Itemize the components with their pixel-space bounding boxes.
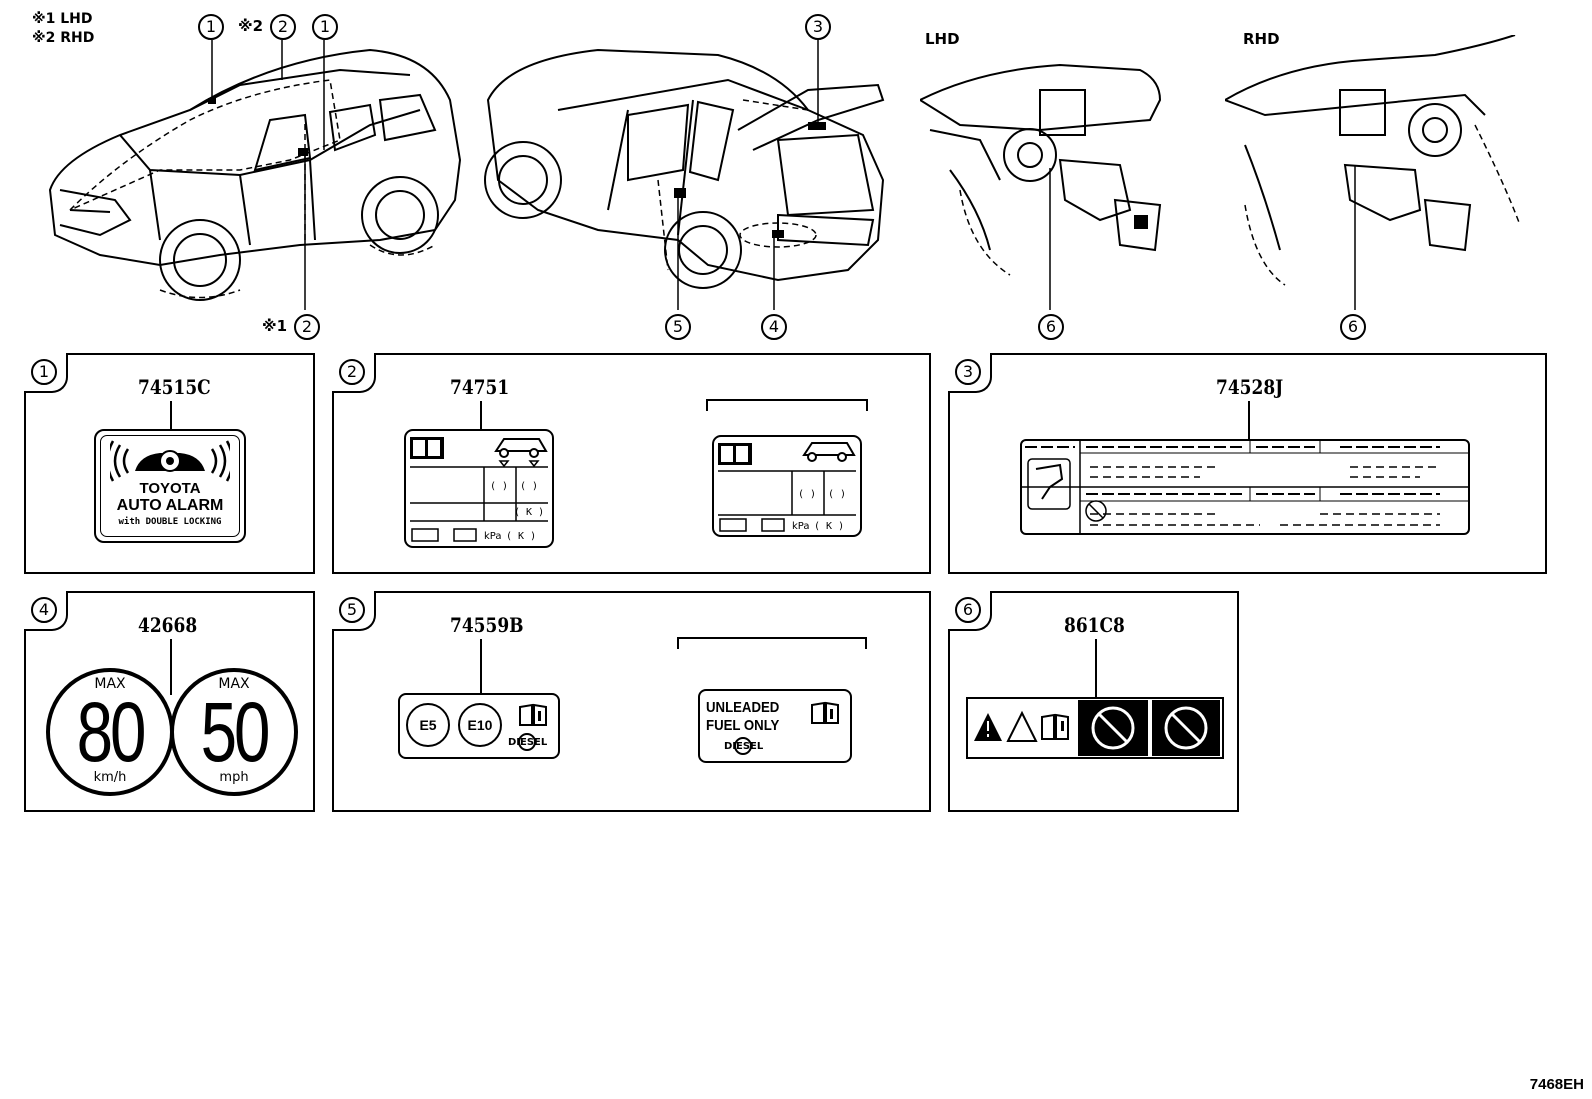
airbag-warning-label [966,697,1224,759]
panel-5: 5 74559B E5 E10 DIESEL UNLEADED FUEL ONL… [332,591,931,812]
panel-1-part-number: 74515C [138,375,211,399]
panel-2-leader [480,401,482,429]
rhd-dashboard-illustration [1225,35,1521,310]
panel-3-index: 3 [955,359,981,385]
speed-kmh-value: 80 [76,685,147,779]
svg-text:( ): ( ) [828,489,846,500]
unleaded-line1: UNLEADED [706,699,780,716]
fuel-label-unleaded: UNLEADED FUEL ONLY DIESEL [698,689,852,763]
car-alarm-icon [110,440,230,482]
panel-2-part-number: 74751 [450,375,510,399]
panel-4: 4 42668 MAX 80 km/h MAX 50 mph [24,591,315,812]
panel-6-tab: 6 [948,591,992,631]
callout-1-b: 1 [312,14,338,40]
panel-6-leader [1095,639,1097,697]
panel-2-tab: 2 [332,353,376,393]
callout-6-rhd: 6 [1340,314,1366,340]
panel-3-leader [1248,401,1250,441]
callout-6-lhd: 6 [1038,314,1064,340]
manual-icon-b [811,701,839,724]
panel-2: 2 74751 ( ) ( ) ( K ) kPa ( K ) [332,353,931,574]
panel-2-variant-bracket [706,399,868,411]
callout-1-a: 1 [198,14,224,40]
panel-4-part-number: 42668 [138,613,198,637]
svg-text:( K ): ( K ) [514,507,544,518]
svg-text:( ): ( ) [490,481,508,492]
legend: ※1 LHD ※2 RHD [32,10,94,48]
tire-label-a-units: kPa [484,531,502,542]
lhd-view-label: LHD [925,30,960,48]
tire-pressure-label-b: ( ) ( ) kPa ( K ) [712,435,862,537]
panel-6-part-number: 861C8 [1064,613,1125,637]
panel-5-leader [480,639,482,693]
fuel-label-e10: E5 E10 DIESEL [398,693,560,759]
panel-4-tab: 4 [24,591,68,631]
power-back-door-label [1020,439,1470,535]
speed-mph-unit: mph [219,770,249,785]
svg-text:( K ): ( K ) [506,531,536,542]
callout-5: 5 [665,314,691,340]
panel-3-tab: 3 [948,353,992,393]
svg-text:( ): ( ) [798,489,816,500]
panel-1-index: 1 [31,359,57,385]
panel-6: 6 861C8 [948,591,1239,812]
speed-mph-value: 50 [200,685,271,779]
panel-1: 1 74515C TOYOTA AUTO ALARM with DOUBLE L… [24,353,315,574]
e10-badge: E10 [458,703,502,747]
panel-5-index: 5 [339,597,365,623]
lhd-dashboard-illustration [920,63,1162,310]
callout-4: 4 [761,314,787,340]
panel-3: 3 74528J [948,353,1547,574]
speed-disc-kmh: MAX 80 km/h [46,668,174,796]
speed-kmh-unit: km/h [93,770,127,785]
panel-5-part-number: 74559B [450,613,524,637]
e5-badge: E5 [406,703,450,747]
callout-2-a: 2 [270,14,296,40]
panel-4-leader [170,639,172,695]
panel-1-leader [170,401,172,429]
svg-text:( ): ( ) [520,481,538,492]
callout-3: 3 [805,14,831,40]
auto-alarm-label: TOYOTA AUTO ALARM with DOUBLE LOCKING [94,429,246,543]
speed-mph-max: MAX [218,676,250,692]
panel-1-tab: 1 [24,353,68,393]
panel-5-variant-bracket [677,637,867,649]
tire-pressure-label-a: ( ) ( ) ( K ) kPa ( K ) [404,429,554,548]
legend-rhd: ※2 RHD [32,30,95,46]
alarm-label-line1: TOYOTA [139,480,201,497]
callout-2-b: 2 [294,314,320,340]
vehicle-front-view-illustration [48,40,462,310]
panel-3-part-number: 74528J [1216,375,1284,399]
unleaded-line2: FUEL ONLY [706,717,780,734]
callout-mark-2: ※2 [238,17,264,35]
speed-disc-mph: MAX 50 mph [170,668,298,796]
callout-mark-1: ※1 [262,317,288,335]
speed-kmh-max: MAX [94,676,126,692]
alarm-label-line3: with DOUBLE LOCKING [118,517,222,527]
no-diesel-icon-a [518,733,536,751]
legend-lhd: ※1 LHD [32,11,93,27]
no-diesel-icon-b [734,737,752,755]
vehicle-rear-view-illustration [484,40,885,310]
tire-label-b-units: kPa [792,521,810,532]
rhd-view-label: RHD [1243,30,1280,48]
panel-4-index: 4 [31,597,57,623]
panel-6-index: 6 [955,597,981,623]
panel-5-tab: 5 [332,591,376,631]
alarm-label-line2: AUTO ALARM [116,497,224,514]
svg-text:( K ): ( K ) [814,521,844,532]
panel-2-index: 2 [339,359,365,385]
drawing-code: 7468EH [1529,1076,1584,1093]
manual-icon [519,703,547,726]
